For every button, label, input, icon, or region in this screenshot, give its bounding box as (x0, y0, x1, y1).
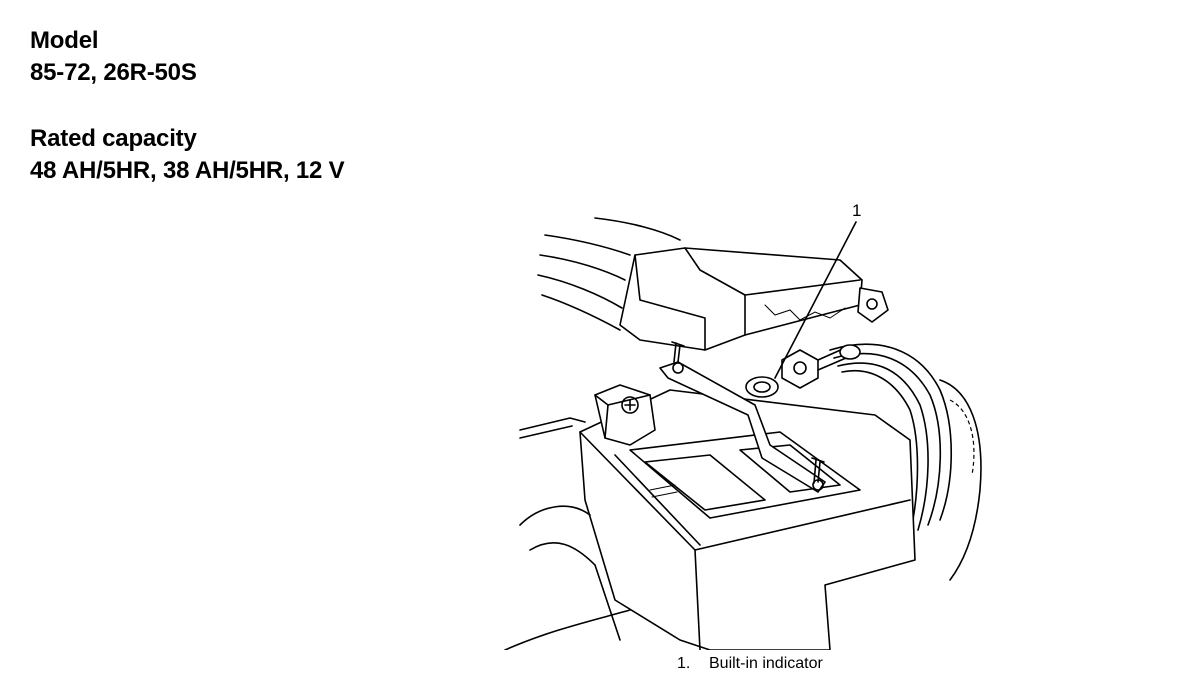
model-heading: Model (30, 27, 99, 54)
negative-terminal (781, 344, 861, 389)
rated-capacity-heading: Rated capacity (30, 125, 197, 152)
fuse-box (619, 247, 889, 351)
battery-cables (519, 343, 982, 581)
caption-text: Built-in indicator (709, 655, 823, 672)
wiring-harness (537, 217, 681, 331)
battery-illustration (504, 217, 982, 650)
battery-case (579, 389, 916, 650)
built-in-indicator (745, 376, 779, 398)
rated-capacity-value: 48 AH/5HR, 38 AH/5HR, 12 V (30, 157, 345, 184)
figure-caption: 1. Built-in indicator (677, 655, 823, 673)
hold-down-bracket (659, 341, 826, 493)
lower-left-hand-shape (504, 505, 631, 650)
positive-terminal-cover (594, 384, 656, 446)
model-value: 85-72, 26R-50S (30, 59, 197, 86)
callout-leader-line (774, 221, 857, 379)
callout-number: 1 (852, 201, 862, 220)
caption-number: 1. (677, 655, 691, 672)
